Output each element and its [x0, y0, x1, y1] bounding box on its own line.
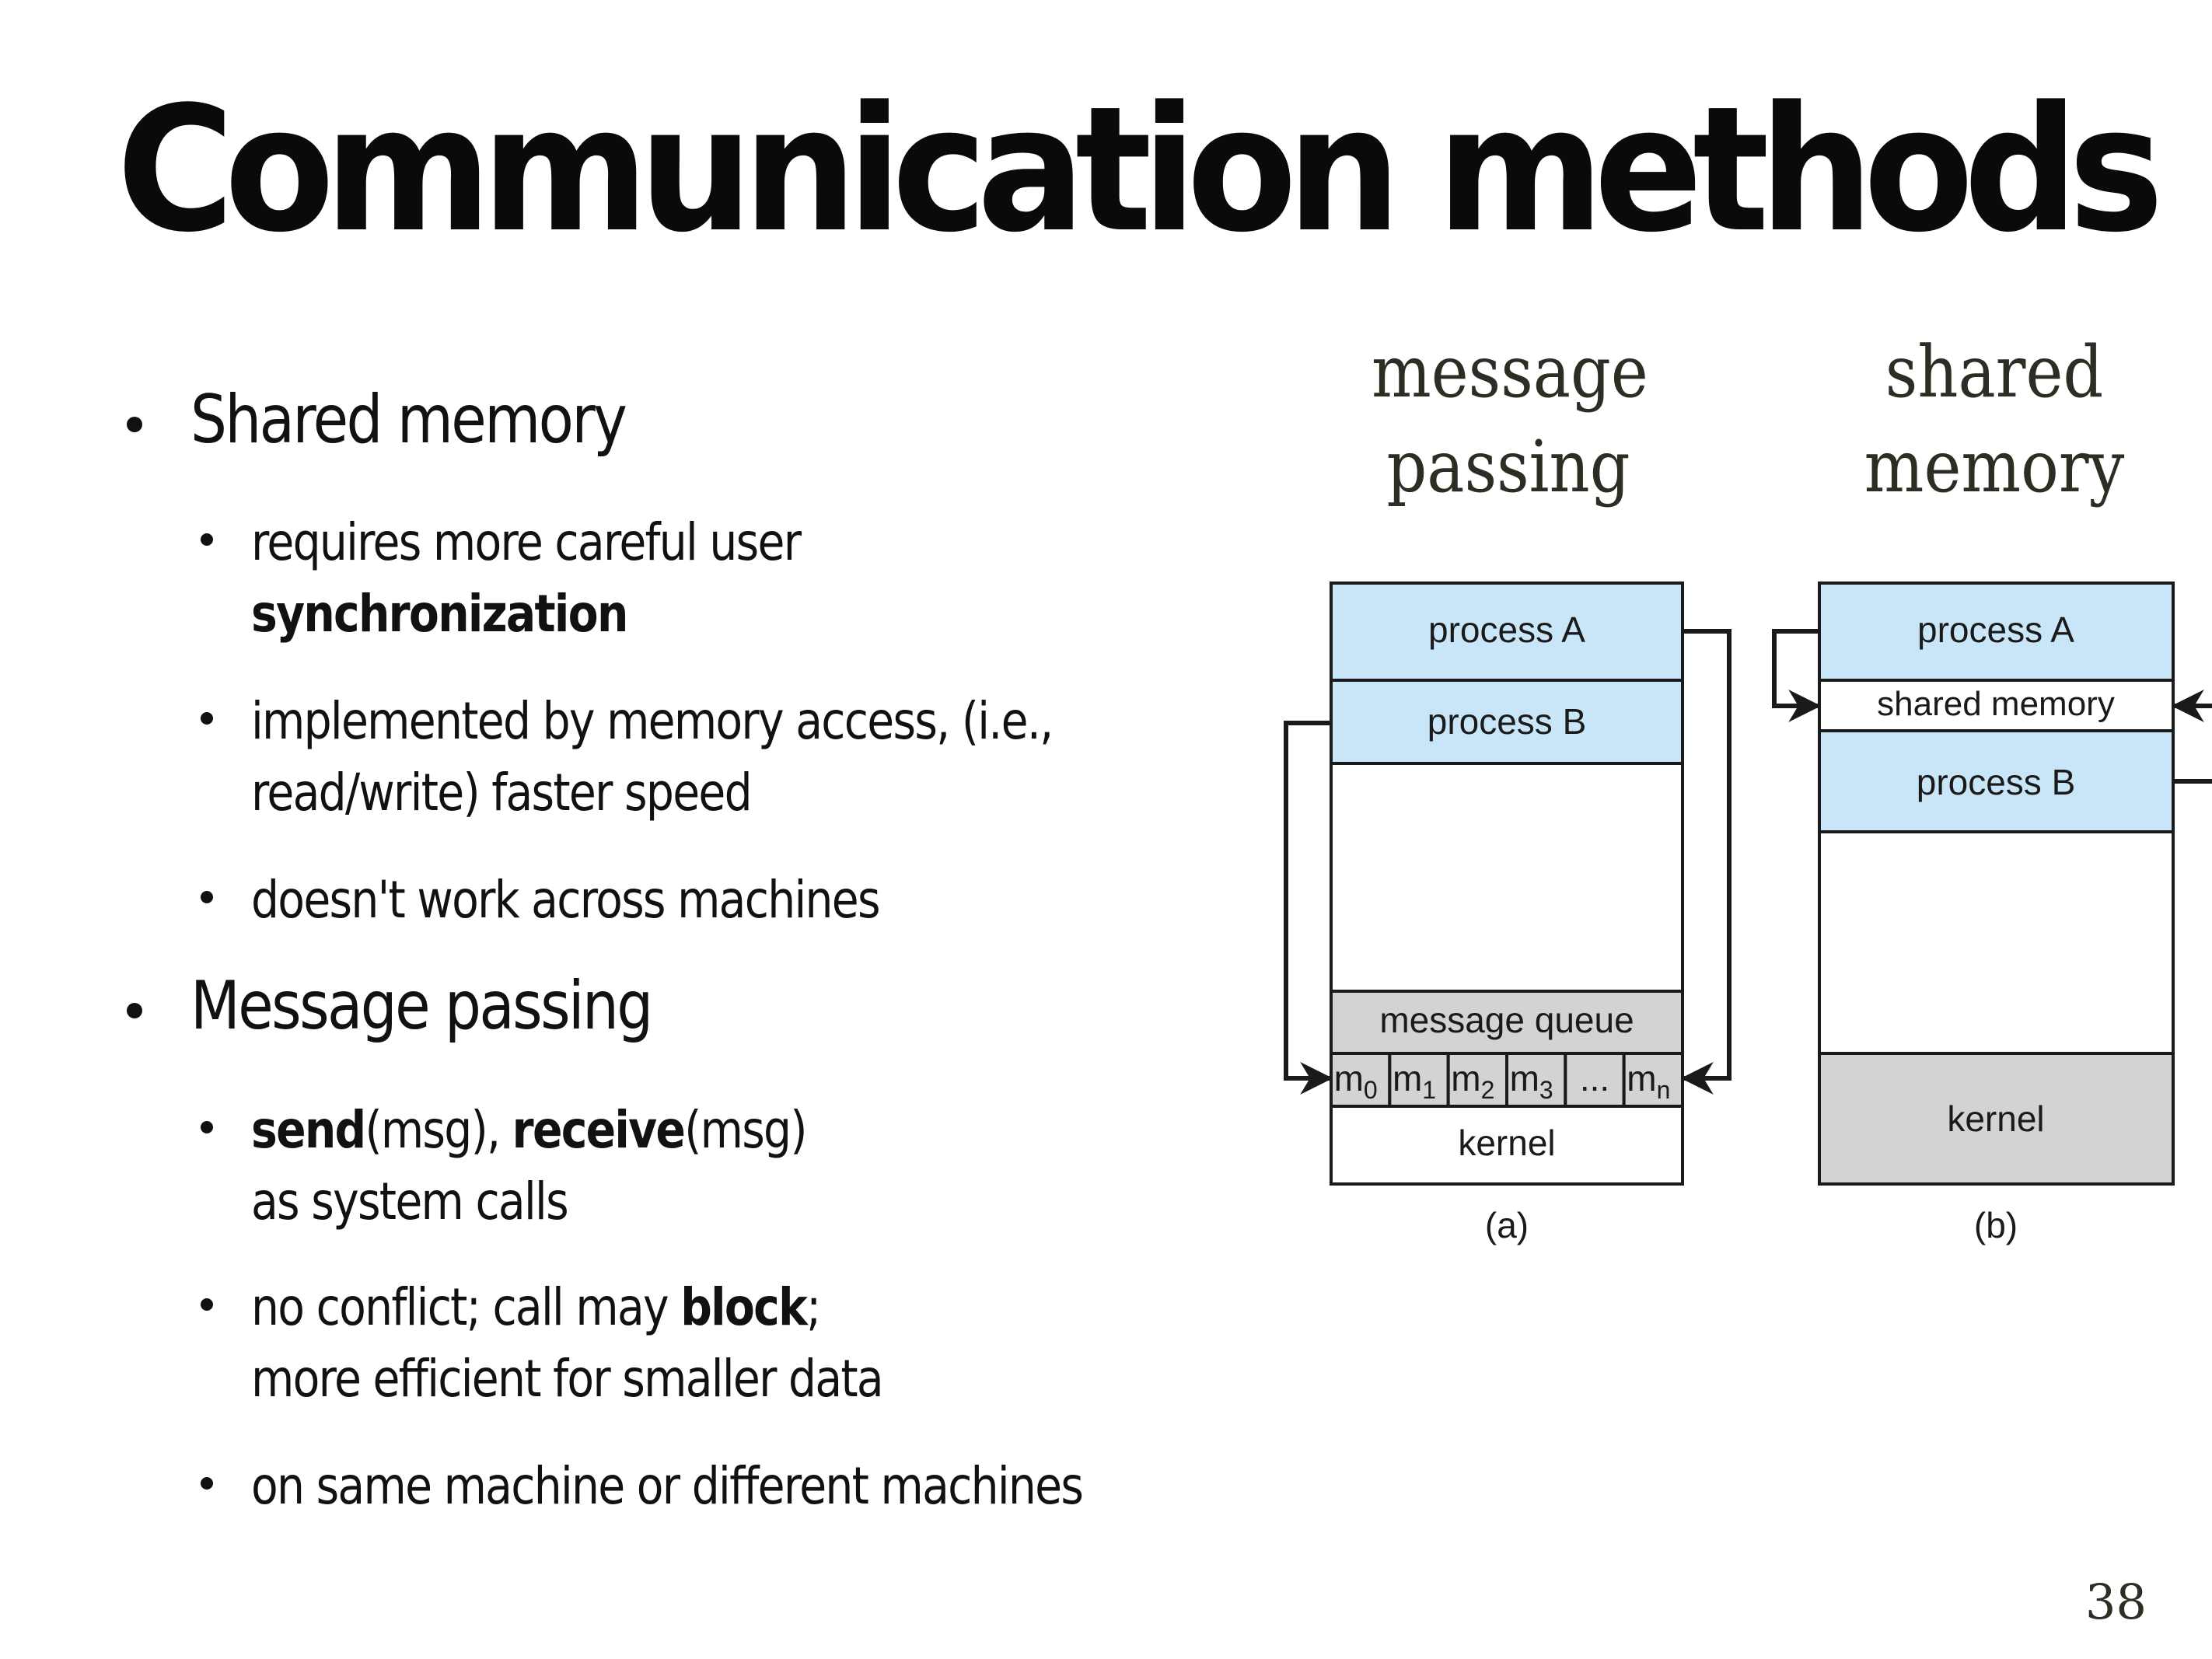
- bullet-text: ;: [806, 1277, 821, 1337]
- header-line: message: [1372, 330, 1648, 414]
- b-process-b-box: [1818, 729, 2175, 833]
- b-kernel-label: kernel: [1947, 1098, 2044, 1139]
- sub-bullet-system-calls: send(msg), receive(msg) as system calls: [251, 1095, 808, 1238]
- queue-cell-subscript: 1: [1422, 1076, 1436, 1104]
- bullet-icon: [201, 533, 213, 546]
- a-kernel-label: kernel: [1458, 1123, 1555, 1163]
- bullet-icon: [201, 1121, 213, 1133]
- queue-cell-subscript: 3: [1539, 1076, 1553, 1104]
- bullet-text: read/write) faster speed: [251, 763, 753, 823]
- queue-cell-subscript: n: [1657, 1076, 1671, 1104]
- a-process-a-box: [1330, 582, 1684, 682]
- b-process-b-label: process B: [1917, 762, 2076, 802]
- shared-memory-label: shared memory: [1877, 685, 2115, 723]
- slide-title: Communication methods: [117, 70, 2164, 271]
- bullet-text: (msg): [684, 1100, 807, 1160]
- header-line: memory: [1864, 425, 2125, 508]
- bullet-text: more efficient for smaller data: [251, 1349, 884, 1409]
- b-free-memory-box: [1818, 830, 2175, 1055]
- page-number: 38: [2085, 1573, 2147, 1630]
- bullet-icon: [201, 712, 213, 725]
- a-process-b-label: process B: [1427, 701, 1587, 742]
- caption-b: (b): [1974, 1205, 2018, 1245]
- bullet-text-bold: send: [251, 1100, 366, 1160]
- queue-cell: [1564, 1052, 1626, 1108]
- bullet-icon: [127, 417, 142, 432]
- queue-cell-subscript: 0: [1364, 1076, 1378, 1104]
- bullet-text: (msg),: [365, 1100, 512, 1160]
- arrow-process-a-to-queue: [1680, 629, 1732, 1095]
- message-queue-label: message queue: [1379, 1000, 1634, 1040]
- diagram-b: process A shared memory process B kernel…: [1772, 582, 2212, 1245]
- a-free-memory-box: [1330, 762, 1684, 993]
- sub-bullet-machines: on same machine or different machines: [251, 1451, 1084, 1522]
- arrow-process-a-to-shared: [1772, 629, 1822, 722]
- caption-a: (a): [1485, 1205, 1529, 1245]
- header-message-passing: message passing: [1372, 325, 1648, 515]
- bullet-text: on same machine or different machines: [251, 1456, 1084, 1516]
- b-process-a-label: process A: [1917, 609, 2074, 650]
- bullet-shared-memory: Shared memory: [190, 381, 627, 459]
- arrow-process-b-to-queue: [1284, 721, 1333, 1095]
- a-process-a-label: process A: [1428, 609, 1585, 650]
- sub-bullet-block: no conflict; call may block; more effici…: [251, 1272, 884, 1415]
- queue-cell-subscript: 2: [1481, 1076, 1495, 1104]
- bullet-text: no conflict; call may: [251, 1277, 681, 1337]
- bullet-text: requires more careful user: [251, 512, 802, 572]
- queue-cell-label: m3: [1510, 1058, 1553, 1104]
- header-shared-memory: shared memory: [1857, 325, 2131, 515]
- bullet-text-bold: receive: [512, 1100, 686, 1160]
- bullet-icon: [127, 1003, 142, 1018]
- a-message-queue-box: [1330, 990, 1684, 1055]
- queue-cell-label: m2: [1451, 1058, 1494, 1104]
- bullet-text-bold: synchronization: [251, 584, 628, 644]
- queue-cell: [1505, 1052, 1567, 1108]
- b-kernel-box: [1818, 1052, 2175, 1186]
- queue-cell-label: ...: [1580, 1058, 1609, 1098]
- bullet-message-passing: Message passing: [190, 967, 653, 1045]
- header-line: passing: [1386, 425, 1630, 508]
- sub-bullet-across-machines: doesn't work across machines: [251, 864, 881, 936]
- bullet-icon: [201, 1298, 213, 1311]
- bullet-text: doesn't work across machines: [251, 870, 881, 930]
- a-process-b-box: [1330, 679, 1684, 765]
- bullet-icon: [201, 891, 213, 903]
- bullet-text: as system calls: [251, 1172, 569, 1231]
- bullet-text-bold: block: [680, 1277, 808, 1337]
- bullet-text: implemented by memory access, (i.e.,: [251, 691, 1054, 751]
- sub-bullet-memory-access: implemented by memory access, (i.e., rea…: [251, 686, 1054, 829]
- header-line: shared: [1885, 330, 2104, 414]
- sub-bullet-synchronization: requires more careful user synchronizati…: [251, 507, 802, 650]
- bullet-icon: [201, 1477, 213, 1490]
- a-kernel-box: [1330, 1105, 1684, 1186]
